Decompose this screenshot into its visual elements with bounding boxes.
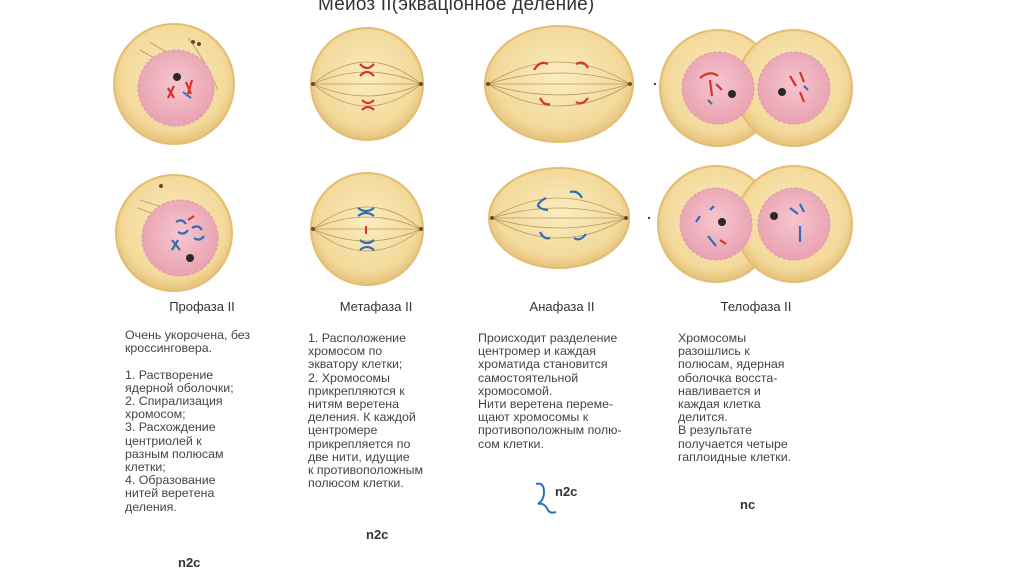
meiosis-illustrations: [0, 0, 1024, 300]
prophase-cell-top: [114, 24, 234, 144]
telophase-cell-bottom: [658, 166, 852, 282]
telophase-cell-top: [660, 30, 852, 146]
metaphase-formula: n2c: [366, 527, 388, 542]
prophase-cell-bottom: [116, 175, 232, 291]
metaphase-description: 1. Расположение хромосом по экватору кле…: [308, 332, 473, 490]
anaphase-description: Происходит разделение центромер и каждая…: [478, 332, 658, 451]
anaphase-cell-top: [485, 26, 656, 142]
phase-title-telophase: Телофаза II: [704, 299, 808, 314]
prophase-formula: n2c: [178, 555, 200, 570]
phase-title-metaphase: Метафаза II: [310, 299, 442, 314]
prophase-description: Очень укорочена, без кроссинговера. 1. Р…: [125, 329, 295, 514]
anaphase-formula: n2c: [555, 484, 577, 499]
phase-title-prophase: Профаза II: [140, 299, 264, 314]
anaphase-cell-bottom: [489, 168, 650, 268]
metaphase-cell-bottom: [311, 173, 423, 285]
telophase-formula: nc: [740, 497, 755, 512]
telophase-description: Хромосомы разошлись к полюсам, ядерная о…: [678, 332, 838, 464]
metaphase-cell-top: [311, 28, 423, 140]
phase-title-anaphase: Анафаза II: [510, 299, 614, 314]
